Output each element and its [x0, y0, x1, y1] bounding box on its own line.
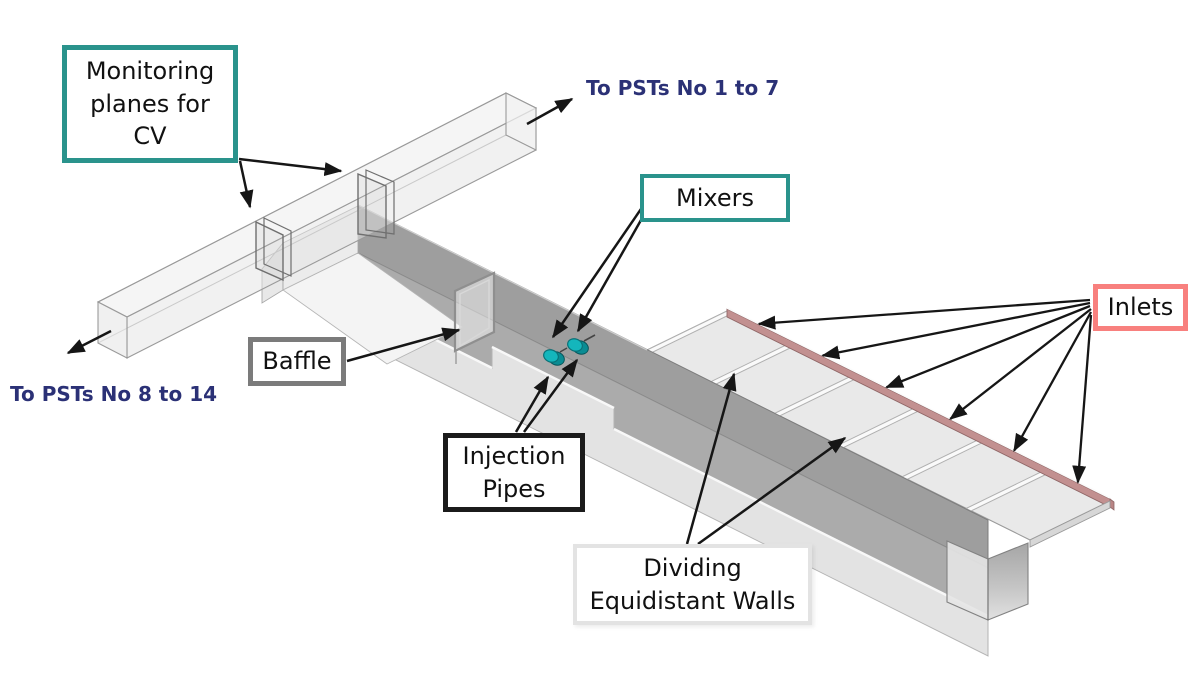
mixer: [567, 334, 596, 355]
duct-right-end-face: [505, 92, 537, 151]
arrow-baffle: [346, 327, 461, 363]
label-mixers: Mixers: [640, 174, 790, 222]
arrow-inlet: [1072, 314, 1093, 484]
deck-underside-edge: [1029, 500, 1111, 548]
main-channel: [357, 204, 989, 657]
end-box-front-face: [987, 542, 1029, 621]
label-text: Monitoring: [85, 57, 215, 86]
label-text: Inlets: [1107, 293, 1174, 322]
duct-left-end-face: [97, 301, 128, 359]
label-monitoring-planes: Monitoring planes for CV: [62, 45, 238, 163]
far-wall-top-edge: [357, 204, 648, 351]
label-text: Equidistant Walls: [589, 586, 796, 615]
arrow-monitoring-right: [238, 157, 343, 177]
monitoring-plane: [357, 169, 395, 239]
arrow-inlet: [885, 304, 1091, 389]
arrow-pst-bottom: [66, 329, 112, 355]
arrow-inlet: [1013, 311, 1093, 452]
duct-back-top-edge: [97, 92, 507, 303]
arrow-dividing-left: [685, 372, 737, 545]
annotation-arrows: [66, 97, 1093, 546]
monitoring-plane: [255, 217, 292, 282]
label-dividing-walls: Dividing Equidistant Walls: [573, 544, 812, 625]
arrow-inlet: [757, 298, 1091, 330]
transition-ramp: [282, 252, 463, 365]
inlet-weir-end-cap: [1109, 498, 1115, 511]
label-inlets: Inlets: [1093, 284, 1188, 331]
arrow-monitoring-left: [238, 160, 254, 209]
label-to-psts-1-7: To PSTs No 1 to 7: [586, 76, 780, 100]
arrow-inlet: [949, 308, 1092, 420]
arrow-pst-top: [526, 97, 574, 126]
arrow-mixer-right: [576, 212, 647, 333]
label-injection-pipes: Injection Pipes: [443, 433, 585, 512]
label-text: planes for: [90, 89, 210, 118]
inlet-weir-highlight: [726, 307, 1111, 499]
label-text: Injection: [462, 442, 566, 471]
label-to-psts-8-14: To PSTs No 8 to 14: [10, 382, 218, 406]
mixer: [543, 347, 568, 366]
outlet-end-box: [946, 540, 1029, 621]
label-text: Baffle: [262, 347, 332, 376]
label-baffle: Baffle: [248, 337, 346, 386]
arrow-inlet: [821, 301, 1091, 360]
label-text: Dividing: [643, 554, 742, 583]
arrow-mixer-left: [551, 208, 643, 339]
label-text: CV: [133, 122, 167, 151]
arrow-injection-left: [514, 375, 550, 433]
arrow-dividing-right: [697, 436, 847, 546]
label-text: Pipes: [482, 474, 546, 503]
distribution-duct: [96, 92, 538, 359]
mixers-group: [543, 334, 596, 366]
label-text: Mixers: [676, 183, 754, 212]
arrow-injection-right: [522, 358, 579, 433]
